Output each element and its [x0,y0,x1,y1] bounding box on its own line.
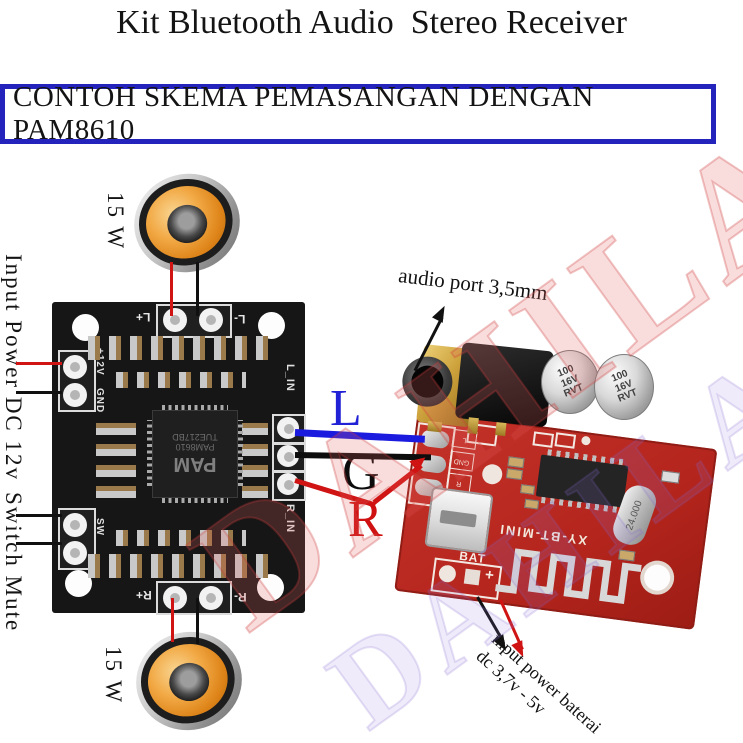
mounting-hole [257,574,284,601]
pad-label-l-in: L_IN [284,364,296,392]
audio-port-label: audio port 3,5mm [397,262,549,306]
power-12v-wire [16,362,62,365]
capacitor-2: 100 16V RVT [594,354,654,420]
power-gnd-wire [16,391,62,394]
pad-sw-2 [63,541,87,565]
chip-pins [540,496,618,513]
page-title: Kit Bluetooth Audio Stereo Receiver [116,4,627,41]
pad-r-in [277,473,299,495]
mounting-hole [258,312,285,339]
chip-pins [162,405,228,410]
jack-pin [495,422,507,437]
bluetooth-board: L GND R 24.000 XY-BT-MINI BAT + [394,410,718,630]
pad-label-l-minus: L- [234,312,246,326]
jack-pin [427,420,443,433]
mounting-hole [642,563,672,593]
pad-l-minus [199,308,223,332]
smd-cluster [116,530,246,546]
input-power-label: Input Power DC 12v [1,254,26,482]
crystal-frequency: 24.000 [624,498,645,532]
pad-sw-1 [63,513,87,537]
battery-input-note: input power baterai dc 3,7v - 5v [472,628,658,743]
chip-pins [162,498,228,503]
wire-label-g: G [342,444,380,501]
pad-l-plus [163,308,187,332]
audio-port-arrowhead [432,303,450,323]
banner-box: CONTOH SKEMA PEMASANGAN DENGAN PAM8610 [0,81,716,146]
pad-r-minus [199,586,223,610]
pad-gnd [63,383,87,407]
pad-l-in [277,417,299,439]
pad-label-r-minus: R- [234,590,247,604]
chip-part: PAM8610 [175,442,215,453]
speaker-bottom-positive-wire [171,598,174,642]
pad-label-sw: SW [94,518,105,537]
smd-cluster [88,336,274,360]
pad-label-r-plus: R+ [136,588,152,602]
capacitor-1: 100 16V RVT [541,350,599,414]
mounting-hole [65,570,92,597]
speaker-top [123,162,251,284]
pad-label-gnd: GND [94,388,105,414]
speaker-top-positive-wire [170,262,173,316]
speaker-bottom-wattage-label: 15 W [101,646,126,705]
speaker-bottom [126,622,252,740]
chip-marking: PAM PAM8610 TUE217BD [153,411,237,497]
smd-bit [660,470,681,484]
amplifier-board: L+ L- R+ R- +12V GND SW L_IN R_IN [52,302,306,615]
pad-r-plus [163,586,187,610]
smd-bit [524,498,540,510]
audio-jack-3-5mm [397,328,559,447]
pam8610-chip: PAM PAM8610 TUE217BD [147,405,243,503]
smd-cluster [242,414,268,498]
chip-brand: PAM [173,453,217,476]
chip-pins [547,449,624,466]
chip-pins [147,420,152,486]
bt-pad-label-gnd: GND [448,450,475,472]
capacitor-marking: 100 16V RVT [609,368,639,405]
jack-body [454,342,555,428]
bt-round-pad [481,463,504,486]
bluetooth-chip [535,449,629,513]
chip-pins [238,420,243,486]
pad-label-l-plus: L+ [136,310,151,324]
wire-label-l: L [330,380,362,437]
capacitor-marking: 100 16V RVT [555,363,585,400]
pad-label-r-in: R_IN [284,504,296,534]
chip-code: TUE217BD [172,432,218,443]
battery-pad-pos [463,568,481,586]
speaker-bottom-negative-wire [196,598,199,644]
speaker-top-wattage-label: 15 W [103,192,128,251]
smd-cluster [88,554,274,578]
smd-bit [505,468,524,481]
pad-12v [63,355,87,379]
switch-wire-1 [16,514,62,517]
micro-usb-port [424,486,494,555]
pad-label-12v: +12V [94,348,105,376]
jack-pin [467,417,479,435]
wire-label-r: R [348,491,383,548]
pcb-antenna [495,548,642,605]
bt-small-hole [580,435,591,446]
switch-wire-2 [16,542,62,545]
smd-bit [520,484,536,495]
speaker-top-negative-wire [196,262,199,316]
pad-g-in [277,445,299,467]
banner-text: CONTOH SKEMA PEMASANGAN DENGAN PAM8610 [13,81,594,146]
smd-cluster [96,414,136,498]
smd-bit [507,456,525,469]
switch-mute-label: Switch Mute [1,492,26,633]
smd-cluster [116,372,246,388]
silk-box [554,432,577,449]
